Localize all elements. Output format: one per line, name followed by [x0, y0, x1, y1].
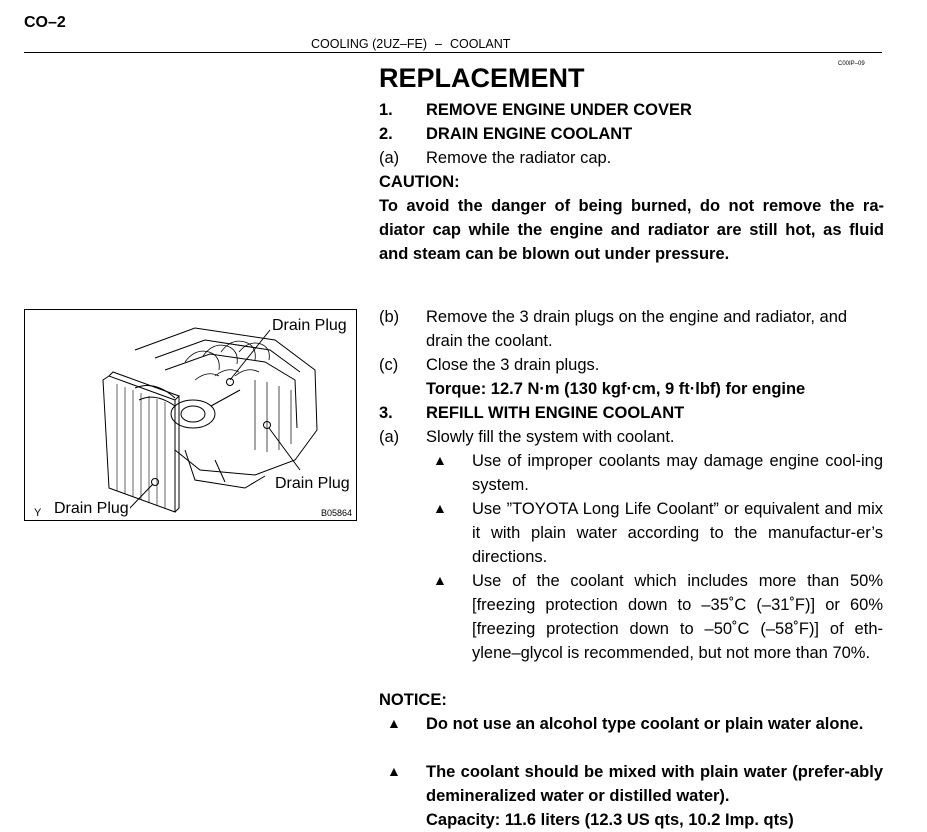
page-number: CO–2 [24, 14, 66, 31]
substep-letter: (c) [379, 356, 399, 374]
figure-code: B05864 [321, 508, 353, 518]
substep-text: Remove the 3 drain plugs on the engine a… [426, 308, 848, 326]
substep-letter: (a) [379, 149, 400, 167]
triangle-bullet-icon: ▲ [433, 452, 447, 468]
step-number: 1. [379, 101, 393, 119]
triangle-bullet-icon: ▲ [433, 500, 447, 516]
coolant-capacity: Capacity: 11.6 liters (12.3 US qts, 10.2… [426, 811, 794, 829]
header-separator: – [435, 37, 442, 51]
section-header: COOLING (2UZ–FE)–COOLANT [311, 37, 510, 51]
notice-item: The coolant should be mixed with plain w… [426, 763, 883, 805]
torque-spec: Torque: 12.7 N·m (130 kgf·cm, 9 ft·lbf) … [426, 380, 806, 398]
triangle-bullet-icon: ▲ [387, 715, 401, 731]
step-number: 2. [379, 125, 393, 143]
bullet-text: Use ”TOYOTA Long Life Coolant” or equiva… [472, 500, 883, 566]
drain-plug-label-top: Drain Plug [271, 317, 348, 335]
header-rule [24, 52, 882, 53]
engine-figure: Drain Plug Drain Plug Drain Plug Y B0586… [24, 309, 357, 521]
caution-label: CAUTION: [379, 173, 460, 191]
subsection-title: COOLANT [449, 37, 511, 51]
page-heading: REPLACEMENT [379, 63, 585, 93]
substep-letter: (b) [379, 308, 400, 326]
triangle-bullet-icon: ▲ [433, 572, 447, 588]
figure-corner-mark: Y [34, 507, 42, 519]
step-text: DRAIN ENGINE COOLANT [426, 125, 633, 143]
triangle-bullet-icon: ▲ [387, 763, 401, 779]
drain-plug-label-right: Drain Plug [274, 475, 351, 493]
caution-text: To avoid the danger of being burned, do … [379, 197, 884, 263]
step-2b-continuation: drain the coolant. [426, 332, 553, 350]
substep-letter: (a) [379, 428, 400, 446]
substep-text: Remove the radiator cap. [426, 149, 612, 167]
step-number: 3. [379, 404, 393, 422]
substep-text: Slowly fill the system with coolant. [426, 428, 675, 446]
bullet-text: Use of the coolant which includes more t… [472, 572, 883, 662]
substep-text: Close the 3 drain plugs. [426, 356, 600, 374]
step-text: REFILL WITH ENGINE COOLANT [426, 404, 685, 422]
bullet-text: Use of improper coolants may damage engi… [472, 452, 883, 494]
document-code: C00IP–09 [838, 61, 865, 67]
notice-label: NOTICE: [379, 691, 447, 709]
section-title: COOLING (2UZ–FE) [311, 37, 427, 51]
drain-plug-label-left: Drain Plug [53, 500, 130, 518]
engine-illustration-icon [102, 327, 318, 513]
notice-item: Do not use an alcohol type coolant or pl… [426, 715, 864, 733]
step-text: REMOVE ENGINE UNDER COVER [426, 101, 692, 119]
